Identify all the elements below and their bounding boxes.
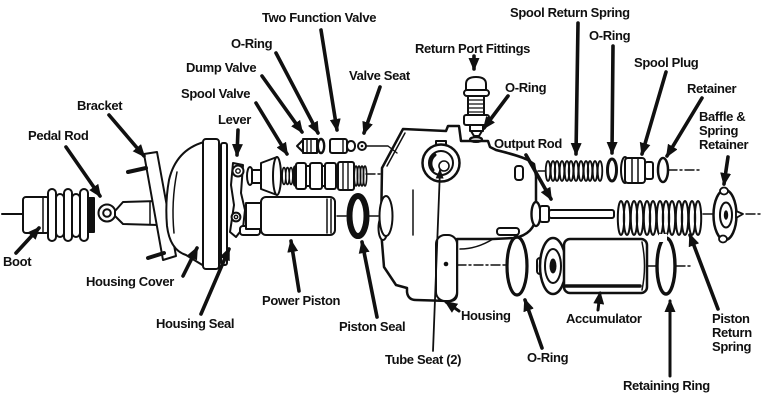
label-housing-cover: Housing Cover [86, 274, 174, 289]
part-power-piston [245, 196, 336, 236]
label-housing: Housing [461, 308, 511, 323]
leader-bracket-arrow [107, 113, 146, 158]
label-power-piston: Power Piston [262, 293, 341, 308]
label-tube-seat: Tube Seat (2) [385, 352, 462, 367]
label-two-function-valve: Two Function Valve [262, 10, 377, 25]
label-retaining-ring: Retaining Ring [623, 378, 710, 393]
leader-o-ring-bottom-arrow [523, 298, 544, 350]
part-spool-return-spring [544, 160, 604, 182]
part-o-ring-small-top [316, 137, 326, 155]
leader-o-ring-top-left-arrow [274, 51, 320, 135]
leader-spool-valve-arrow [254, 101, 289, 156]
leader-piston-seal-arrow [358, 240, 379, 319]
leader-tube-seat-arrow [432, 168, 444, 352]
label-o-ring-top-right: O-Ring [589, 28, 631, 43]
label-housing-seal: Housing Seal [156, 316, 235, 331]
label-piston-return-spring: Piston Return Spring [712, 311, 752, 354]
part-baffle-spring-retainer [712, 186, 744, 244]
part-output-rod [496, 200, 615, 236]
part-two-function-valve [329, 138, 356, 154]
leader-spool-plug-arrow [639, 70, 668, 156]
label-bracket: Bracket [77, 98, 123, 113]
label-lever: Lever [218, 112, 251, 127]
leader-housing-arrow [444, 300, 461, 313]
part-piston-seal [346, 193, 370, 239]
part-spool-valve [246, 156, 368, 196]
leader-retainer-arrow [665, 96, 704, 158]
label-spool-plug: Spool Plug [634, 55, 699, 70]
label-o-ring-bottom: O-Ring [527, 350, 569, 365]
part-o-ring-top-right [606, 157, 618, 183]
leader-baffle-spring-retainer-arrow [720, 155, 732, 186]
label-pedal-rod: Pedal Rod [28, 128, 89, 143]
part-dump-valve [296, 138, 318, 154]
centerline-axes [336, 169, 763, 267]
leader-arrows [14, 21, 732, 378]
part-housing [377, 124, 538, 303]
label-spool-return-spring: Spool Return Spring [510, 5, 630, 20]
leader-accumulator-arrow [593, 291, 605, 312]
leader-housing-cover-arrow [181, 246, 199, 278]
part-spool-plug [620, 156, 654, 184]
leader-dump-valve-arrow [260, 74, 304, 134]
part-housing-seal [220, 142, 228, 266]
label-accumulator: Accumulator [566, 311, 642, 326]
leader-power-piston-arrow [287, 239, 301, 293]
leader-valve-seat-arrow [362, 85, 382, 135]
part-return-port-fitting [463, 76, 490, 144]
label-o-ring-top-left: O-Ring [231, 36, 273, 51]
part-retaining-ring [655, 234, 677, 296]
leader-piston-return-spring-arrow [688, 233, 720, 311]
label-output-rod: Output Rod [494, 136, 562, 151]
leader-pedal-rod-arrow [64, 145, 102, 198]
leader-boot-arrow [14, 226, 41, 255]
leader-output-rod-arrow [524, 153, 553, 201]
leader-spool-return-spring-arrow [570, 21, 582, 156]
label-boot: Boot [3, 254, 32, 269]
label-piston-seal: Piston Seal [339, 319, 406, 334]
label-spool-valve: Spool Valve [181, 86, 251, 101]
part-housing-cover [165, 138, 220, 270]
part-piston-return-spring [616, 200, 703, 236]
part-input-seal-washer [378, 195, 394, 237]
label-o-ring-mid: O-Ring [505, 80, 547, 95]
leader-lever-arrow [231, 128, 243, 157]
leader-housing-seal-arrow [199, 247, 231, 316]
label-dump-valve: Dump Valve [186, 60, 257, 75]
leader-two-function-valve-arrow [319, 28, 341, 132]
part-o-ring-bottom [505, 235, 529, 297]
label-retainer: Retainer [687, 81, 737, 96]
part-retainer [656, 156, 670, 184]
part-valve-seat [357, 141, 398, 154]
part-lever [229, 162, 261, 238]
label-valve-seat: Valve Seat [349, 68, 410, 83]
leader-o-ring-mid-arrow [482, 94, 510, 130]
label-return-port-fittings: Return Port Fittings [415, 41, 531, 56]
label-baffle-spring-retainer: Baffle & Spring Retainer [699, 109, 749, 152]
part-boot [1, 188, 95, 242]
part-accumulator [536, 236, 649, 296]
leader-o-ring-top-right-arrow [606, 44, 618, 155]
part-pedal-rod [97, 200, 159, 226]
